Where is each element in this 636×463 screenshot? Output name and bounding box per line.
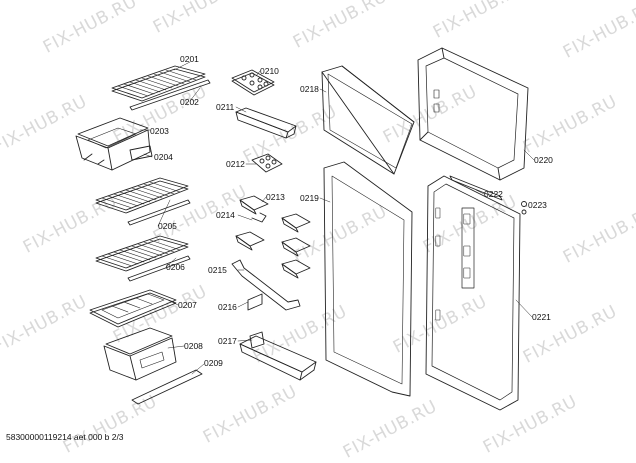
clip-0214 — [251, 212, 267, 223]
exploded-parts-diagram — [75, 47, 535, 411]
part-label-0218: 0218 — [300, 84, 319, 94]
wire-shelf-0201 — [111, 65, 206, 102]
part-label-0222: 0222 — [484, 189, 503, 199]
glass-holder-0204 — [129, 145, 153, 161]
part-label-0215: 0215 — [208, 265, 227, 275]
screw-0223 — [521, 201, 527, 215]
part-label-0201: 0201 — [180, 54, 199, 64]
part-label-0216: 0216 — [218, 302, 237, 312]
crisper-drawer-0208 — [103, 327, 177, 381]
part-label-0204: 0204 — [154, 152, 173, 162]
egg-tray-0210 — [231, 69, 275, 96]
part-label-0203: 0203 — [150, 126, 169, 136]
part-label-0221: 0221 — [532, 312, 551, 322]
holder-0216 — [247, 293, 263, 311]
part-label-0223: 0223 — [528, 200, 547, 210]
wire-rack-0215 — [231, 259, 301, 311]
fridge-door-0221 — [425, 175, 521, 411]
crisper-cover-0207 — [89, 289, 177, 328]
part-label-0212: 0212 — [226, 159, 245, 169]
part-label-0220: 0220 — [534, 155, 553, 165]
egg-holder-0212 — [251, 153, 283, 173]
butter-shelves-0213 — [235, 195, 311, 279]
part-label-0209: 0209 — [204, 358, 223, 368]
part-label-0208: 0208 — [184, 341, 203, 351]
fridge-door-gasket-0219 — [323, 161, 413, 397]
document-footer: 58300000119214 aet 000 b 2/3 — [6, 432, 124, 442]
part-label-0219: 0219 — [300, 193, 319, 203]
wire-shelf-0205-upper — [95, 177, 191, 226]
part-label-0205: 0205 — [158, 221, 177, 231]
freezer-door-gasket-0218 — [321, 65, 415, 175]
drawer-rail-0209 — [131, 369, 203, 405]
door-top-0222 — [449, 175, 503, 201]
wire-shelf-0206 — [95, 235, 191, 282]
part-label-0207: 0207 — [178, 300, 197, 310]
part-label-0214: 0214 — [216, 210, 235, 220]
shelf-trim-0202 — [129, 79, 211, 111]
tray-0203 — [75, 117, 151, 171]
part-label-0213: 0213 — [266, 192, 285, 202]
freezer-door-0220 — [417, 47, 529, 181]
part-label-0202: 0202 — [180, 97, 199, 107]
bottle-shelf-0217 — [239, 331, 317, 381]
part-label-0217: 0217 — [218, 336, 237, 346]
part-label-0211: 0211 — [216, 102, 235, 112]
part-label-0210: 0210 — [260, 66, 279, 76]
part-label-0206: 0206 — [166, 262, 185, 272]
door-shelf-0211 — [235, 107, 297, 139]
